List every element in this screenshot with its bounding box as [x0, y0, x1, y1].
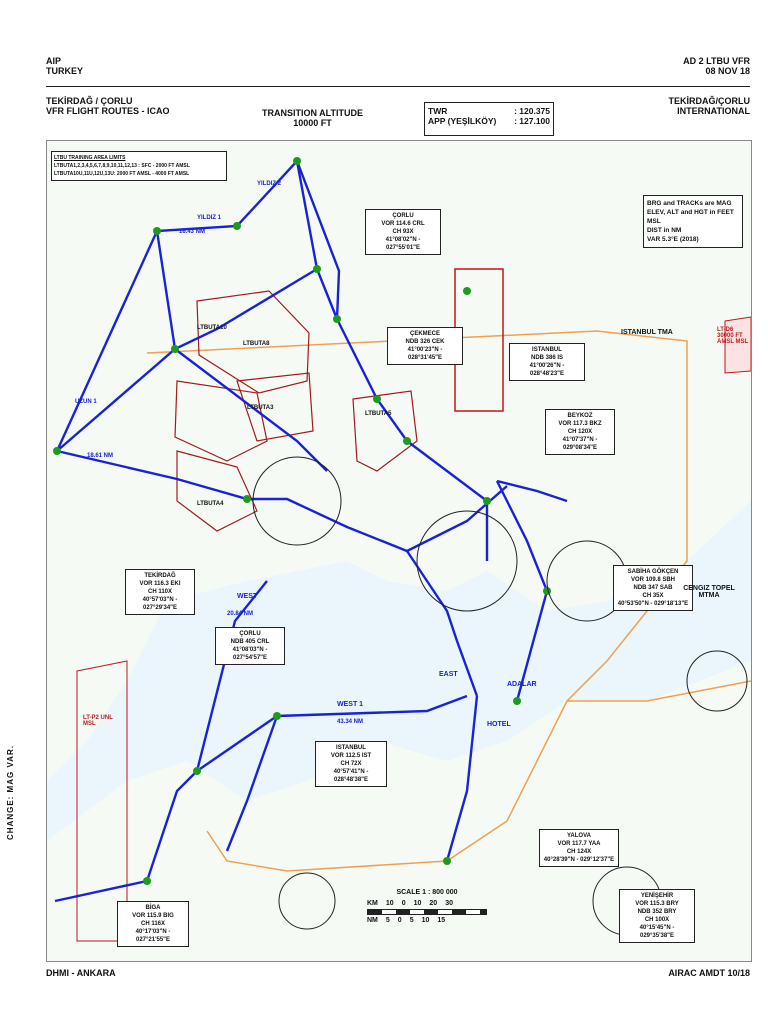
corlu-ctr: [252, 456, 342, 546]
ltbuta-4-block: [176, 450, 258, 532]
waypoint-yalikoy: [373, 395, 381, 403]
cengiz-topel-circle: [686, 650, 748, 712]
training-area-limits: LTBU TRAINING AREA LIMITS LTBUTA1,2,3,4,…: [51, 151, 227, 181]
ltbo-circle: [278, 872, 336, 930]
ltbuta-11-12-block: [174, 380, 268, 462]
cengiz-mtma-label: CENGIZ TOPEL MTMA: [683, 585, 735, 599]
land-anatolia: [47, 661, 751, 961]
route-label-west-1: WEST 1: [337, 701, 364, 708]
waypoint-vize: [313, 265, 321, 273]
waypoint-uzunkopru: [53, 447, 61, 455]
footer-publisher: DHMI - ANKARA: [46, 968, 116, 978]
route-south: [445, 695, 479, 862]
vfr-routes: [54, 158, 568, 903]
lt-d6-area: [724, 316, 751, 374]
footer-amendment: AIRAC AMDT 10/18: [668, 968, 750, 978]
land-thrace: [47, 141, 751, 781]
training-area-label: LTBUTA5: [365, 411, 392, 417]
distance-label: 43.34 NM: [337, 719, 364, 725]
route-sahil-3: [54, 879, 148, 903]
istanbul-tma-label: ISTANBUL TMA: [621, 329, 673, 336]
header-rule: [46, 86, 750, 87]
istanbul-tma-boundary: [146, 330, 688, 872]
route-label-adalar: ADALAR: [507, 681, 537, 688]
route-label-yildiz-2: YILDIZ 2: [257, 181, 282, 187]
waypoint-igneada: [293, 157, 301, 165]
waypoint-tekirdag-city: [243, 495, 251, 503]
distance-label: 16.43 NM: [179, 229, 206, 235]
waypoint-luleburgaz: [171, 345, 179, 353]
lt-p2-label: LT-P2 UNL MSL: [83, 715, 113, 727]
ltbuta-north-block: [196, 290, 310, 394]
training-area-label: LTBUTA4: [197, 501, 224, 507]
distance-label: 20.84 NM: [227, 611, 254, 617]
ltbuta-2-3-block: [236, 372, 314, 442]
waypoint-kirklareli: [153, 227, 161, 235]
waypoint-north: [483, 497, 491, 505]
waypoint-adalar: [543, 587, 551, 595]
mag-var-label: CHANGE: MAG VAR.: [6, 745, 15, 840]
distance-label: 18.61 NM: [87, 453, 114, 459]
vfr-route-map: LTBU TRAINING AREA LIMITS LTBUTA1,2,3,4,…: [46, 140, 752, 962]
waypoint-saray: [333, 315, 341, 323]
route-label-hotel: HOTEL: [487, 721, 511, 728]
lt-d6-label: LT-D6 30000 FT AMSL MSL: [717, 327, 749, 345]
route-east: [406, 550, 479, 697]
route-west-1: [196, 694, 468, 772]
route-norfolk: [496, 479, 568, 503]
map-canvas: [47, 141, 751, 961]
route-label-east: EAST: [439, 671, 458, 678]
route-uzun-tango: [56, 267, 318, 452]
training-area-label: LTBUTA3: [247, 405, 274, 411]
waypoint-mudanya: [443, 857, 451, 865]
waypoints: [53, 157, 551, 885]
route-koruma: [174, 348, 328, 472]
waypoint-hotel: [513, 697, 521, 705]
mtma-boundary: [567, 680, 751, 702]
training-area-label: LTBUTA8: [243, 341, 270, 347]
waypoint-catalca: [403, 437, 411, 445]
route-yildiz: [55, 158, 341, 452]
waypoint-sarkoy: [193, 767, 201, 775]
route-label-uzun-1: UZUN 1: [75, 399, 97, 405]
training-areas: [174, 290, 418, 532]
route-west: [56, 449, 508, 553]
route-tango-1: [155, 230, 177, 350]
waypoint-sazlidere: [463, 287, 471, 295]
waypoint-pinarhisar: [233, 222, 241, 230]
route-adalar: [495, 480, 549, 702]
route-label-yildiz-1: YILDIZ 1: [197, 215, 222, 221]
training-area-label: LTBUTA10: [197, 325, 227, 331]
waypoint-arkaz: [143, 877, 151, 885]
frequency-box: TWR : 120.375 APP (YEŞİLKÖY) : 127.100: [424, 102, 554, 136]
route-label-west: WEST: [237, 593, 258, 600]
ltbuta-5-block: [352, 390, 418, 472]
istanbul-ctr: [416, 510, 518, 612]
waypoint-adahan: [273, 712, 281, 720]
route-biga: [225, 715, 279, 852]
